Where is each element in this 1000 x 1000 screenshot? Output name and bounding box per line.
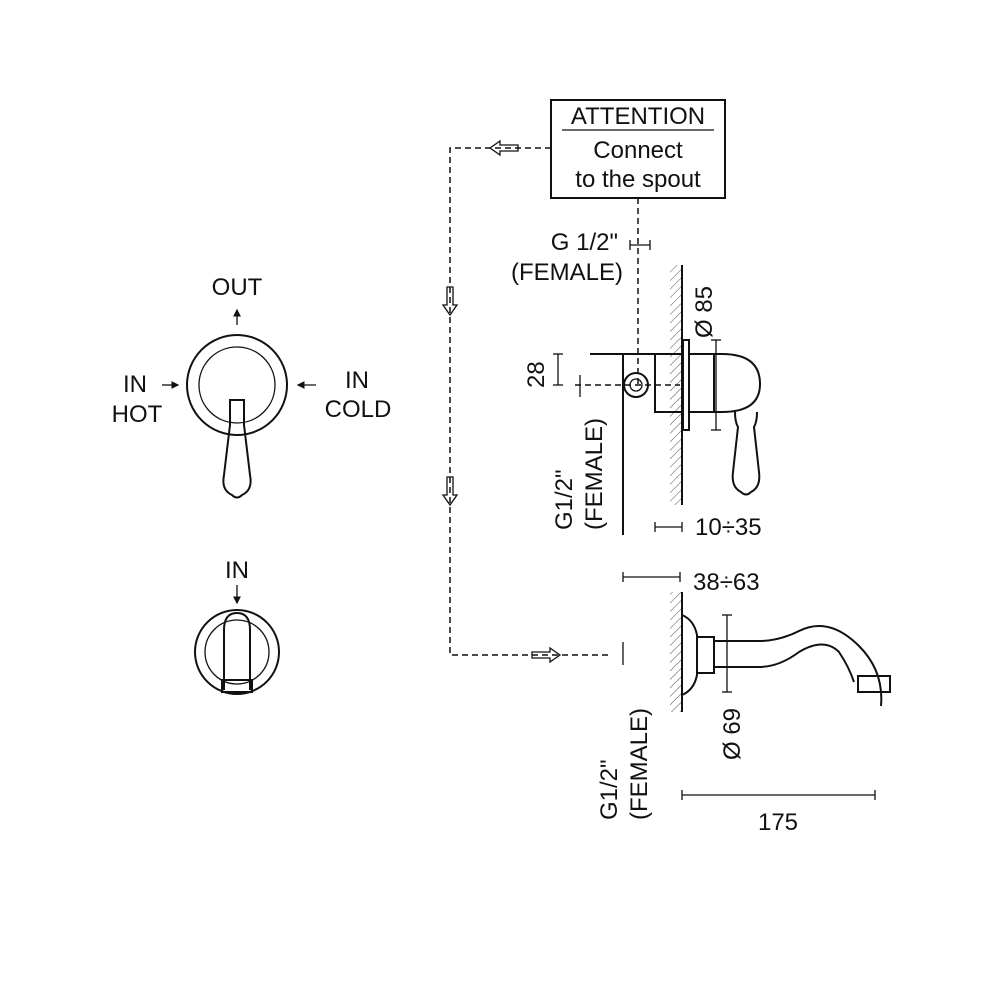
label-out: OUT [212,274,263,301]
arrow-left-icon [488,139,519,157]
arrow-down-icon [441,286,459,317]
label-in-cold-2: COLD [325,396,392,423]
dim-height-28: 28 [523,361,550,388]
inlet-label-top: G 1/2" [551,229,618,256]
outlet-label-bottom: (FEMALE) [581,418,608,530]
attention-line1: Connect [593,137,683,164]
outlet-label-top: G1/2" [551,469,578,530]
spout-front-view: IN [194,557,280,695]
connection-path [441,139,639,664]
spout-inlet-label-bottom: (FEMALE) [626,708,653,820]
spout-inlet-label-top: G1/2" [596,759,623,820]
arrow-right-icon [531,646,562,664]
attention-line2: to the spout [575,166,701,193]
dim-length-175: 175 [758,809,798,836]
attention-title: ATTENTION [571,103,705,130]
dim-diameter-85: Ø 85 [691,286,718,338]
dim-diameter-69: Ø 69 [719,708,746,760]
dim-depth-38-63: 38÷63 [693,569,760,596]
label-in-hot-1: IN [123,371,147,398]
mixer-side-view: G 1/2" (FEMALE) Ø 85 28 G1/2" (FEMALE) 1… [511,229,762,541]
inlet-label-bottom: (FEMALE) [511,259,623,286]
dim-depth-10-35: 10÷35 [695,514,762,541]
label-in-cold-1: IN [345,367,369,394]
arrow-down-icon [441,476,459,507]
spout-side-view: 38÷63 Ø 69 G1/2" (FEMALE) 175 [596,569,891,836]
attention-box: ATTENTION Connect to the spout [550,99,726,199]
label-in-hot-2: HOT [112,401,163,428]
mixer-front-view: OUT IN HOT IN COLD [112,274,392,499]
label-in: IN [225,557,249,584]
